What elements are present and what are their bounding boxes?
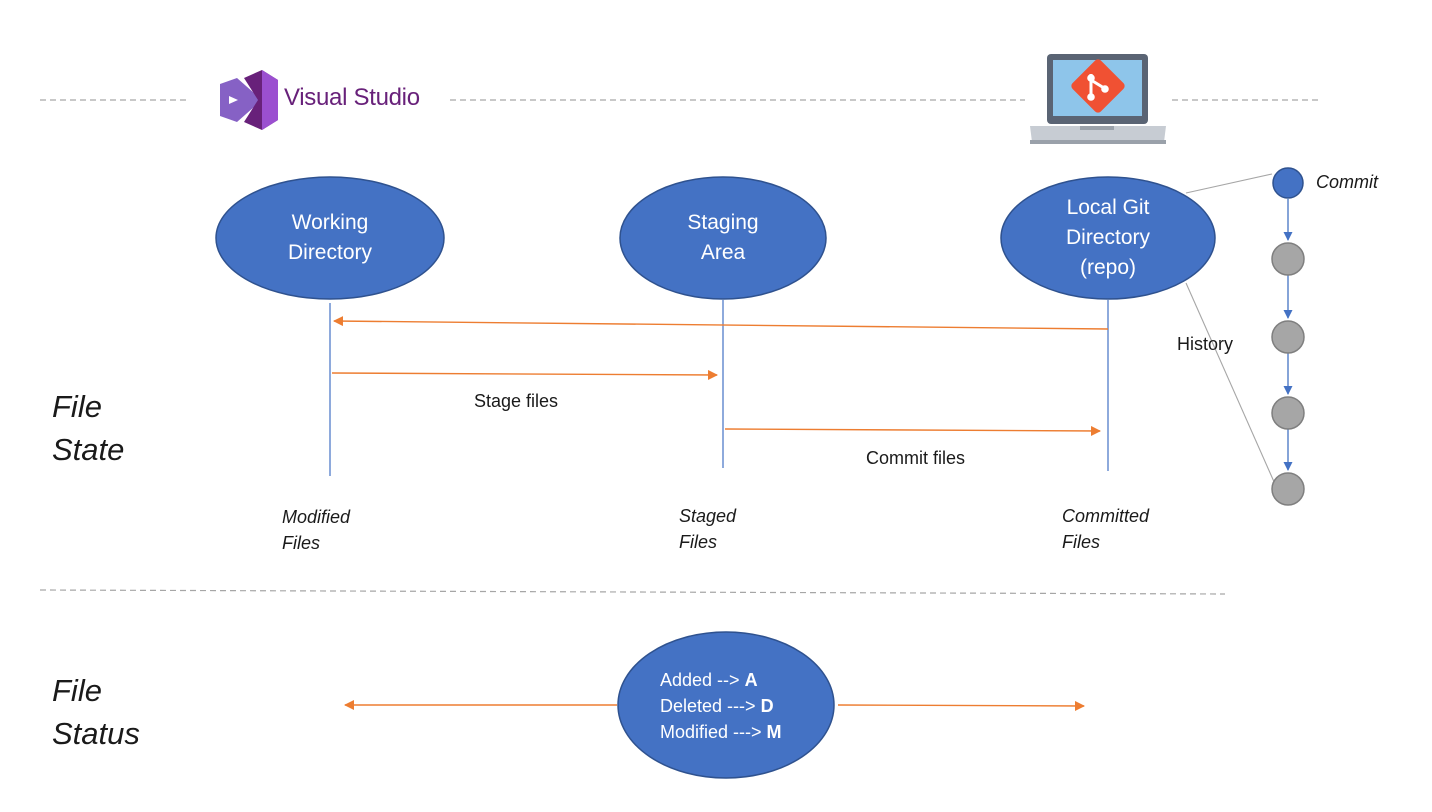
section-divider: [39, 589, 1226, 595]
status-arrow-right: [837, 700, 1085, 711]
working-directory-label: Working Directory: [287, 211, 372, 264]
status-added-text: Added -->: [660, 670, 740, 690]
stage-files-arrow: [331, 369, 718, 380]
history-commit: [1271, 242, 1305, 276]
checkout-arrow: [333, 316, 1109, 330]
visual-studio-logo-icon: [220, 70, 278, 130]
history-label: History: [1177, 334, 1234, 354]
modified-files-label: Modified Files: [282, 507, 351, 553]
laptop-git-icon: [1030, 54, 1166, 144]
committed-files-label: Committed Files: [1062, 506, 1150, 552]
status-deleted-code: D: [760, 696, 774, 716]
file-state-section-label: File State: [52, 389, 125, 467]
status-modified-code: M: [766, 722, 782, 742]
status-deleted-text: Deleted --->: [660, 696, 756, 716]
status-deleted-line: Deleted ---> D: [660, 693, 774, 719]
history-commit: [1271, 320, 1305, 354]
commit-files-label: Commit files: [866, 448, 966, 468]
history-connector-top: [1185, 173, 1273, 194]
staging-area-node: [619, 176, 827, 300]
history-commit: [1271, 472, 1305, 506]
history-commit: [1271, 396, 1305, 430]
commit-label: Commit: [1316, 172, 1378, 192]
staging-area-label: Staging Area: [687, 211, 759, 264]
status-modified-line: Modified ---> M: [660, 719, 782, 745]
local-git-directory-label: Local Git Directory (repo): [1065, 196, 1150, 279]
history-connector-bottom: [1185, 282, 1276, 485]
file-status-section-label: File Status: [52, 673, 140, 751]
local-git-directory-node: [1000, 176, 1216, 300]
status-modified-text: Modified --->: [660, 722, 762, 742]
status-added-code: A: [744, 670, 758, 690]
staged-files-label: Staged Files: [679, 506, 737, 552]
commit-files-arrow: [724, 425, 1101, 436]
working-directory-node: [215, 176, 445, 300]
status-added-line: Added --> A: [660, 667, 758, 693]
history-commit-latest: [1272, 167, 1304, 199]
stage-files-label: Stage files: [474, 391, 559, 411]
visual-studio-logo-text: Visual Studio: [284, 84, 420, 111]
file-status-node: [617, 631, 835, 779]
